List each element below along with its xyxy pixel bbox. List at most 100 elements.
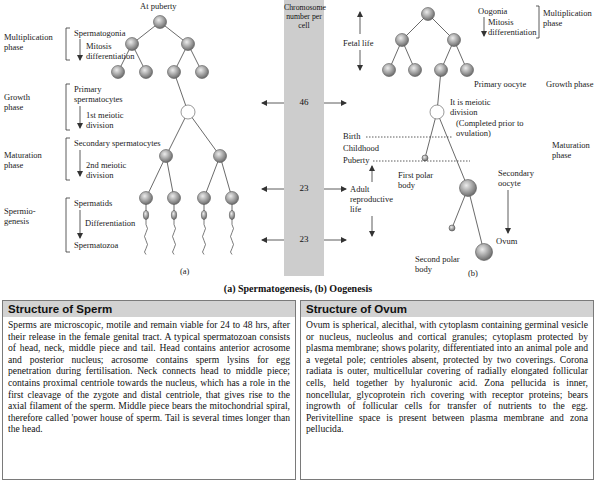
- spermatid-cell: [198, 192, 211, 205]
- sperm-tail: [231, 220, 234, 255]
- step-arrow: [80, 210, 81, 238]
- panel-body: Sperms are microscopic, motile and remai…: [3, 317, 295, 437]
- oogonium-cell: [383, 64, 396, 77]
- chromosome-band: Chromosome number per cell 46 23 23: [284, 0, 324, 276]
- spermatid-cell: [226, 192, 239, 205]
- sperm-tail: [145, 220, 148, 255]
- chromosome-arrow: [324, 103, 346, 104]
- diagram-label: First polar body: [398, 170, 444, 190]
- oogonium-cell: [461, 64, 474, 77]
- diagram-label: Ovum: [496, 236, 517, 246]
- panel-body: Ovum is spherical, alecithal, with cytop…: [301, 317, 593, 437]
- spermatogonium-cell: [154, 16, 167, 29]
- lineage-line: [468, 188, 484, 252]
- diagram-label: Mitosis: [488, 17, 514, 27]
- diagram-label: Spermatids: [74, 198, 112, 208]
- polar-body: [449, 225, 455, 231]
- diagram-label: Growth phase: [4, 92, 49, 112]
- ovum-cell: [476, 244, 493, 261]
- chromosome-number: 23: [284, 183, 324, 194]
- oogonium-cell: [396, 34, 409, 47]
- step-arrow: [80, 150, 81, 176]
- spermatid-cell: [140, 192, 153, 205]
- diagram-label: Birth: [343, 131, 360, 141]
- diagram-label: Multiplication phase: [543, 8, 593, 28]
- spermatogonium-cell: [126, 38, 139, 51]
- spermatogonium-cell: [182, 38, 195, 51]
- panel-heading: Structure of Ovum: [301, 301, 593, 317]
- diagram-label: differentiation: [86, 51, 134, 61]
- secondary-spermatocyte: [160, 150, 173, 163]
- phase-bracket: [66, 138, 70, 180]
- primary-oocyte: [430, 105, 444, 119]
- period-arrow: [360, 12, 361, 34]
- sperm-tail: [203, 220, 206, 255]
- spermatogonium-cell: [168, 66, 181, 79]
- phase-bracket: [66, 198, 70, 252]
- spermatogonium-cell: [196, 66, 209, 79]
- life-stage-line: [366, 137, 452, 138]
- diagram-label: Secondary spermatocytes: [74, 138, 161, 148]
- diagram-label: Oogonia: [478, 6, 507, 16]
- diagram-label: Puberty: [343, 155, 369, 165]
- sperm-head: [229, 211, 234, 220]
- chromosome-arrow: [262, 240, 284, 241]
- period-arrow: [360, 50, 361, 70]
- spermatid-cell: [168, 192, 181, 205]
- diagram-label: 2nd meiotic division: [86, 160, 131, 180]
- lineage-line: [166, 112, 188, 156]
- band-heading: Chromosome number per cell: [284, 3, 324, 30]
- diagram-label: Spermatogonia: [74, 28, 125, 38]
- diagram-label: Adult reproductive life: [350, 184, 400, 214]
- info-panel: Structure of OvumOvum is spherical, alec…: [300, 300, 594, 480]
- diagram-label: Growth phase: [546, 79, 593, 89]
- diagram-label: Multiplication phase: [4, 32, 59, 52]
- chromosome-number: 46: [284, 97, 324, 108]
- spermatogonium-cell: [140, 66, 153, 79]
- figure-caption: (a) Spermatogenesis, (b) Oogenesis: [0, 283, 596, 295]
- diagram-label: Fetal life: [343, 38, 373, 48]
- diagram-label: (a): [180, 266, 189, 276]
- sperm-head: [171, 211, 176, 220]
- spermatogonium-cell: [112, 66, 125, 79]
- chromosome-number: 23: [284, 234, 324, 245]
- period-arrow: [372, 216, 373, 236]
- polar-body: [422, 155, 428, 161]
- lineage-line: [146, 156, 166, 198]
- oogonium-cell: [448, 34, 461, 47]
- step-arrow: [508, 190, 509, 233]
- diagram-label: Childhood: [343, 143, 379, 153]
- diagram-label: Spermio- genesis: [4, 206, 42, 226]
- sperm-head: [143, 211, 148, 220]
- diagram-label: Secondary oocyte: [498, 168, 548, 188]
- diagram-label: Spermatozoa: [74, 240, 118, 250]
- lineage-line: [188, 112, 220, 156]
- secondary-spermatocyte: [214, 150, 227, 163]
- step-arrow: [80, 106, 81, 128]
- sperm-head: [201, 211, 206, 220]
- diagram-label: (Completed prior to ovulation): [456, 118, 532, 138]
- oogonium-cell: [422, 8, 435, 21]
- life-stage-line: [373, 161, 470, 162]
- primary-spermatocyte: [181, 105, 195, 119]
- step-arrow: [484, 17, 485, 36]
- sperm-tail: [173, 220, 176, 255]
- phase-bracket: [66, 28, 70, 60]
- period-arrow: [372, 166, 373, 182]
- diagram-label: It is meiotic division: [450, 97, 502, 117]
- chromosome-arrow: [324, 240, 346, 241]
- chromosome-arrow: [324, 189, 346, 190]
- diagram-label: Mitosis: [86, 41, 112, 51]
- diagram-label: Maturation phase: [4, 150, 52, 170]
- oogonium-cell: [409, 64, 422, 77]
- diagram-label: (b): [468, 268, 478, 278]
- diagram-label: Differentiation: [85, 218, 135, 228]
- diagram-label: Primary oocyte: [474, 79, 526, 89]
- diagram-label: Maturation phase: [552, 140, 596, 160]
- diagram-label: Primary spermatocytes: [74, 84, 134, 104]
- info-panel: Structure of SpermSperms are microscopic…: [2, 300, 296, 480]
- chromosome-arrow: [262, 189, 284, 190]
- secondary-oocyte: [460, 180, 477, 197]
- diagram-label: 1st meiotic division: [86, 110, 131, 130]
